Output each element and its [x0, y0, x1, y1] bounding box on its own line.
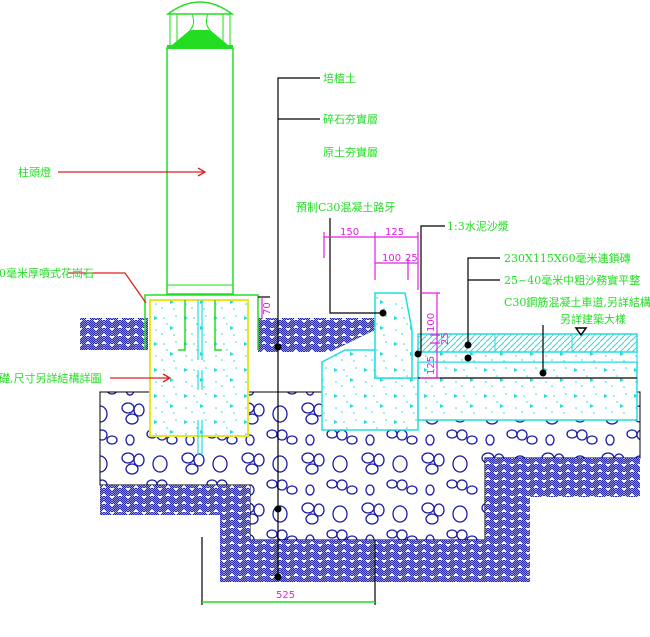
leader-lines: [201, 77, 544, 605]
sand-bed: [417, 351, 638, 363]
callout-arrows: [58, 167, 207, 383]
native-soil-hatch: [100, 458, 640, 582]
label-mortar: 1:3水泥沙漿: [447, 219, 509, 233]
dim-525: 525: [276, 590, 295, 601]
label-foundation: 基礎,尺寸另詳結構詳圖: [0, 371, 102, 385]
level-marker-icon: [574, 327, 588, 337]
label-gravel-layer: 碎石夯實層: [323, 112, 378, 126]
paver-layer: [417, 333, 638, 353]
dim-100-top: 100: [382, 253, 401, 264]
road-slab: [417, 361, 638, 421]
dimension-lines: [261, 232, 440, 379]
label-native-soil: 原土夯實層: [323, 145, 378, 159]
label-lamp: 柱頭燈: [18, 165, 51, 179]
label-arch-detail: 另詳建築大樣: [560, 312, 626, 326]
label-curb: 預制C30混凝土路牙: [296, 200, 395, 214]
planting-soil-right: [258, 318, 375, 352]
dim-125-vertical: 125: [426, 356, 437, 375]
leader-dots: [274, 309, 547, 581]
precast-curb: [374, 292, 413, 379]
label-slab: C30鋼筋混凝土車道,另詳結構: [504, 295, 650, 309]
dim-25-vertical: 25: [440, 332, 451, 345]
label-sand: 25~40毫米中粗沙務實平整: [504, 273, 640, 287]
label-paver: 230X115X60毫米連鎖磚: [504, 251, 631, 265]
dim-70: 70: [262, 302, 273, 315]
lamp-post: [165, 1, 235, 295]
label-granite: 20毫米厚噴式花崗石: [0, 266, 94, 280]
dim-150: 150: [340, 227, 359, 238]
dim-25-top: 25: [405, 253, 418, 264]
foundation: [149, 299, 249, 437]
label-planting-soil: 培植土: [323, 71, 356, 85]
dim-100-vertical: 100: [426, 313, 437, 332]
planting-soil-left: [80, 318, 148, 350]
dim-125-top: 125: [385, 227, 404, 238]
